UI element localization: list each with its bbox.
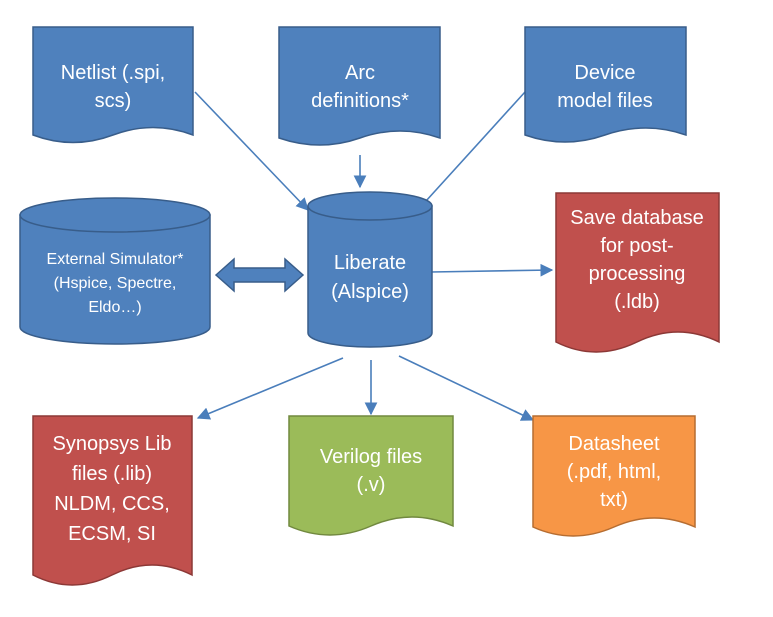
arc-line-1: Arc	[345, 62, 375, 84]
netlist-line-1: Netlist (.spi,	[61, 62, 165, 84]
arrow-netlist-to-liberate	[194, 91, 309, 211]
arrow-device-to-liberate	[415, 91, 526, 213]
verilog-line-2: (.v)	[357, 474, 386, 496]
database-line-4: (.ldb)	[614, 291, 660, 313]
liberate-line-2: (Alspice)	[331, 281, 409, 303]
database-line-1: Save database	[570, 207, 703, 229]
database-line-3: processing	[589, 263, 686, 285]
device-model-document: Device model files	[524, 26, 687, 143]
simulator-line-1: External Simulator*	[47, 251, 184, 268]
synopsys-line-1: Synopsys Lib	[53, 433, 172, 455]
bidirectional-arrow	[214, 257, 305, 293]
liberate-line-1: Liberate	[334, 252, 406, 274]
simulator-line-2: (Hspice, Spectre,	[54, 275, 177, 292]
liberate-cylinder: Liberate (Alspice)	[307, 191, 433, 348]
verilog-document: Verilog files (.v)	[288, 415, 454, 536]
arrow-liberate-to-datasheet	[398, 355, 535, 421]
netlist-document: Netlist (.spi, scs)	[32, 26, 194, 144]
synopsys-line-2: files (.lib)	[72, 463, 152, 485]
datasheet-line-1: Datasheet	[568, 433, 660, 455]
device-line-1: Device	[574, 62, 635, 84]
database-line-2: for post-	[600, 235, 673, 257]
external-simulator-cylinder: External Simulator* (Hspice, Spectre, El…	[19, 197, 211, 345]
arrow-liberate-to-synopsys	[196, 357, 344, 420]
datasheet-line-2: (.pdf, html,	[567, 461, 661, 483]
netlist-line-2: scs)	[95, 90, 132, 112]
verilog-line-1: Verilog files	[320, 446, 422, 468]
arc-definitions-document: Arc definitions*	[278, 26, 441, 146]
simulator-line-3: Eldo…)	[88, 299, 141, 316]
synopsys-lib-document: Synopsys Lib files (.lib) NLDM, CCS, ECS…	[32, 415, 193, 586]
device-line-2: model files	[557, 90, 653, 112]
arc-line-2: definitions*	[311, 90, 409, 112]
datasheet-line-3: txt)	[600, 489, 628, 511]
synopsys-line-4: ECSM, SI	[68, 523, 156, 545]
connectors	[194, 91, 554, 421]
arrow-liberate-to-database	[430, 263, 554, 277]
save-database-document: Save database for post- processing (.ldb…	[555, 192, 720, 353]
synopsys-line-3: NLDM, CCS,	[54, 493, 170, 515]
datasheet-document: Datasheet (.pdf, html, txt)	[532, 415, 696, 537]
